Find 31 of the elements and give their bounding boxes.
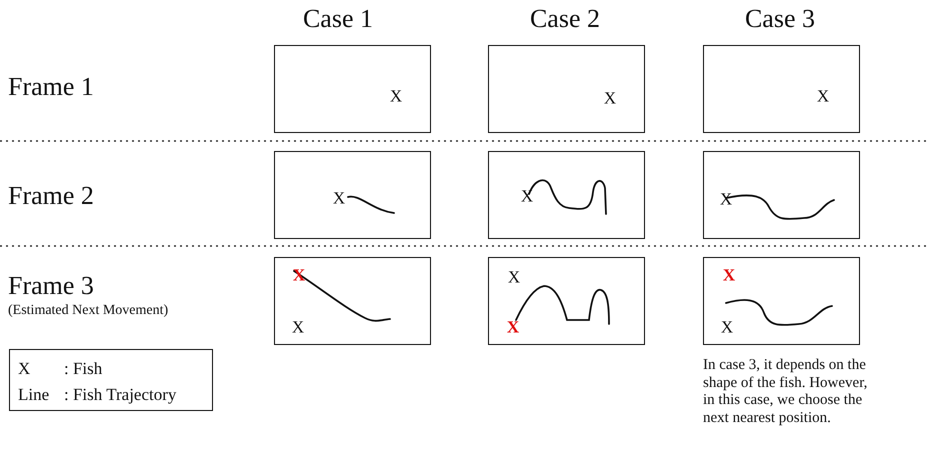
row-heading: Frame 1: [8, 72, 94, 102]
column-heading: Case 1: [302, 4, 374, 34]
fish-marker: X: [816, 88, 830, 104]
fish-marker: X: [292, 318, 304, 336]
legend-box: [9, 349, 213, 411]
frame-panel: [274, 151, 431, 239]
frame-panel: [274, 45, 431, 133]
legend-symbol: Line: [18, 384, 50, 406]
frame-panel: [274, 257, 431, 345]
frame-panel: [703, 257, 860, 345]
fish-marker: X: [720, 318, 734, 336]
column-heading: Case 2: [528, 4, 602, 34]
frame-panel: [488, 45, 645, 133]
fish-marker: X: [332, 190, 346, 206]
frame-panel: [703, 45, 860, 133]
note-text: In case 3, it depends on the shape of the fish. However, in this case, we choose the next nearest position.: [703, 357, 868, 427]
frame-panel: [488, 257, 645, 345]
fish-marker: X: [604, 90, 616, 106]
column-heading: Case 3: [744, 4, 816, 34]
legend-text: : Fish Trajectory: [64, 384, 178, 406]
fish-marker: X: [506, 318, 520, 336]
legend-text: : Fish: [64, 358, 104, 380]
row-heading: Frame 2: [8, 181, 94, 211]
legend-symbol: X: [18, 358, 32, 380]
frame-panel: [703, 151, 860, 239]
row-heading: Frame 3: [8, 271, 94, 301]
fish-marker: X: [390, 88, 402, 104]
frame-panel: [488, 151, 645, 239]
fish-marker: X: [508, 268, 520, 286]
row-subheading: (Estimated Next Movement): [8, 303, 168, 319]
fish-marker: X: [722, 266, 736, 284]
